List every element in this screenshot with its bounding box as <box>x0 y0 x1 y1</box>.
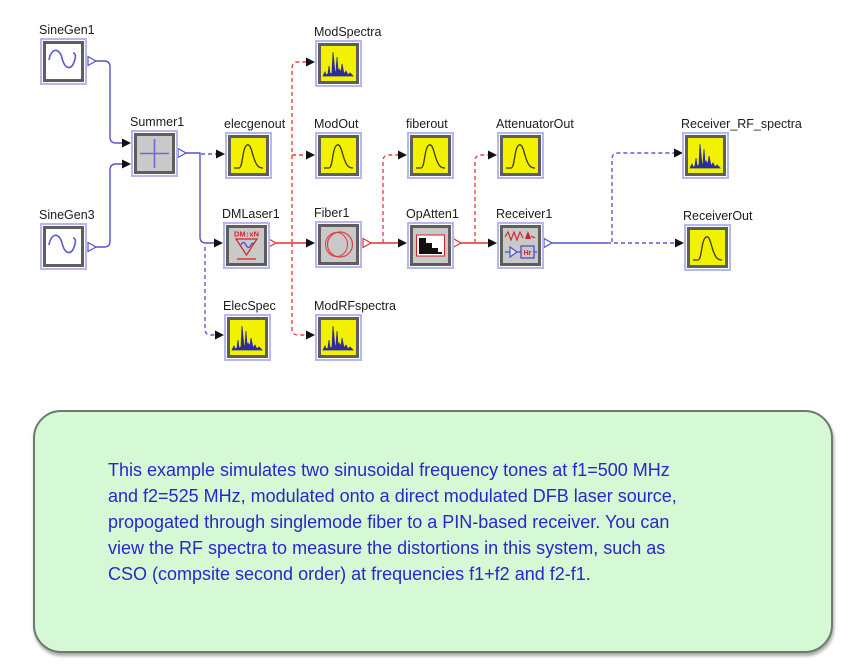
fiber-loop-icon <box>321 227 356 262</box>
block-modout[interactable]: ModOut <box>314 117 362 179</box>
attenuator-icon <box>413 228 448 263</box>
block-label: SineGen1 <box>39 23 95 37</box>
note-line: and f2=525 MHz, modulated onto a direct … <box>108 486 677 506</box>
block-label: SineGen3 <box>39 208 95 222</box>
block-label: Receiver_RF_spectra <box>681 117 802 131</box>
spectrum-icon <box>230 320 265 355</box>
block-receiver1[interactable]: Receiver1 <box>496 207 552 269</box>
power-curve-icon <box>413 138 448 173</box>
block-label: ModRFspectra <box>314 299 396 313</box>
block-label: Receiver1 <box>496 207 553 221</box>
block-label: AttenuatorOut <box>496 117 574 131</box>
block-fiberout[interactable]: fiberout <box>406 117 454 179</box>
receiver-icon <box>503 228 538 263</box>
note-line: propogated through singlemode fiber to a… <box>108 512 670 532</box>
block-sinegen1[interactable]: SineGen1 <box>39 23 95 85</box>
block-sinegen3[interactable]: SineGen3 <box>39 208 95 270</box>
block-label: ElecSpec <box>223 299 276 313</box>
block-label: ReceiverOut <box>683 209 753 223</box>
block-fiber1[interactable]: Fiber1 <box>314 206 362 268</box>
note-line: This example simulates two sinusoidal fr… <box>108 460 670 480</box>
note-line: view the RF spectra to measure the disto… <box>108 538 666 558</box>
sine-wave-icon <box>46 44 81 79</box>
block-opatten1[interactable]: OpAtten1 <box>406 207 459 269</box>
dm-laser-icon <box>229 228 264 263</box>
power-curve-icon <box>321 138 356 173</box>
spectrum-icon <box>321 46 356 81</box>
block-label: Fiber1 <box>314 206 350 220</box>
spectrum-icon <box>321 320 356 355</box>
block-label: Summer1 <box>130 115 185 129</box>
block-modspectra[interactable]: ModSpectra <box>314 25 381 87</box>
power-curve-icon <box>503 138 538 173</box>
description-note: This example simulates two sinusoidal fr… <box>33 410 833 653</box>
block-modrfspectra[interactable]: ModRFspectra <box>314 299 396 361</box>
block-label: fiberout <box>406 117 448 131</box>
spectrum-icon <box>688 138 723 173</box>
block-receiverout[interactable]: ReceiverOut <box>683 209 752 271</box>
block-label: DMLaser1 <box>222 207 280 221</box>
block-label: OpAtten1 <box>406 207 459 221</box>
block-elecspec[interactable]: ElecSpec <box>223 299 276 361</box>
block-label: elecgenout <box>224 117 286 131</box>
block-receiver-rf-spectra[interactable]: Receiver_RF_spectra <box>681 117 802 179</box>
power-curve-icon <box>690 230 725 265</box>
block-elecgenout[interactable]: elecgenout <box>224 117 285 179</box>
block-attenuatorout[interactable]: AttenuatorOut <box>496 117 574 179</box>
note-line: CSO (compsite second order) at frequenci… <box>108 564 591 584</box>
sine-wave-icon <box>46 229 81 264</box>
block-label: ModOut <box>314 117 359 131</box>
summer-plus-icon <box>137 136 172 171</box>
power-curve-icon <box>231 138 266 173</box>
block-label: ModSpectra <box>314 25 382 39</box>
block-dmlaser1[interactable]: DMLaser1 <box>222 207 280 269</box>
block-summer1[interactable]: Summer1 <box>130 115 184 177</box>
